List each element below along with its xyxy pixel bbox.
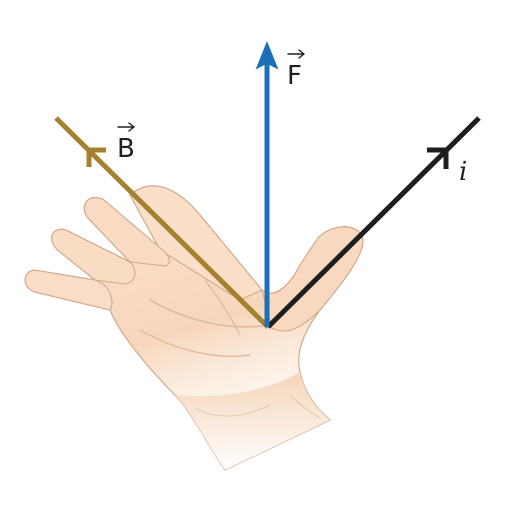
force-vector [255, 40, 279, 327]
field-label-overarrow [117, 122, 135, 132]
force-label: F [287, 61, 302, 91]
force-vector-arrowhead [255, 40, 279, 70]
field-label: B [117, 134, 135, 164]
field-label-group: B [117, 122, 135, 164]
palm-crease-3 [204, 279, 241, 336]
current-label: i [459, 157, 467, 187]
hand-middle-finger [83, 197, 171, 267]
force-label-overarrow [287, 49, 305, 59]
hand-index-finger [129, 185, 263, 301]
force-label-group: F [287, 49, 305, 91]
current-vector [266, 116, 481, 329]
hand-little-finger [24, 269, 113, 311]
hand-ring-finger [51, 228, 136, 285]
open-hand-illustration [24, 185, 364, 471]
field-vector-arrowhead [86, 147, 106, 167]
palm-crease-2 [139, 329, 251, 357]
wrist-shadow-2 [289, 394, 321, 419]
wrist-shadow-1 [194, 404, 271, 417]
field-vector [54, 116, 270, 329]
palm-crease-1 [149, 299, 263, 328]
current-vector-arrowhead [427, 147, 449, 169]
